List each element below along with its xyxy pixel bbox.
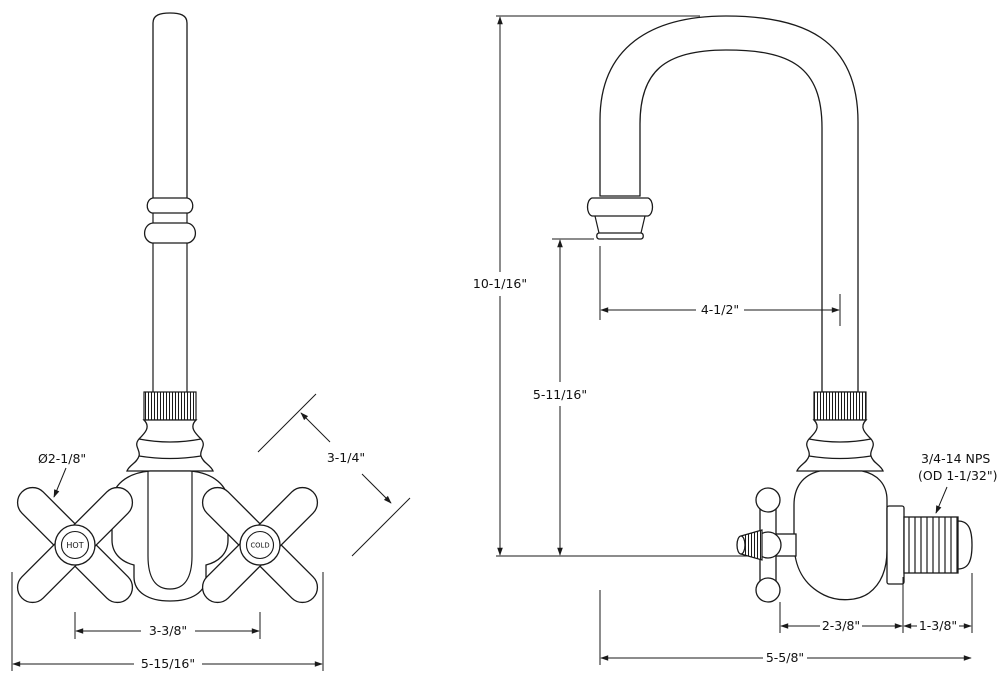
side-turned-neck [796, 419, 884, 472]
front-knurled-band [143, 391, 197, 421]
dim-overall-width: 5-15/16" [141, 656, 195, 671]
side-valve-body [793, 470, 888, 601]
threaded-nipple [903, 516, 959, 574]
side-handle-bottom-ball [755, 577, 781, 603]
dim-nipple-length: 1-3/8" [919, 618, 957, 633]
front-body-center-column [147, 471, 193, 590]
hot-handle: HOT [16, 486, 134, 604]
dim-spout-clearance: 5-11/16" [533, 387, 587, 402]
side-spout-tip-outlet [596, 232, 644, 240]
dim-overall-depth: 5-5/8" [766, 650, 804, 665]
side-gooseneck-tube [599, 15, 859, 393]
nipple-end-cap [957, 520, 973, 570]
front-turned-neck [126, 419, 214, 472]
hot-label: HOT [66, 541, 83, 550]
front-spout-ring-upper [146, 197, 194, 214]
side-spout-tip-bead [586, 197, 654, 217]
dim-spout-reach: 4-1/2" [701, 302, 739, 317]
side-knurled-band [813, 391, 867, 421]
front-view: HOT COLD [16, 12, 319, 604]
dim-diagonal: 3-1/4" [327, 450, 365, 465]
side-view-dimensions: 10-1/16" 4-1/2" 5-11/16" 3/4-14 NPS (OD … [473, 15, 997, 665]
thread-spec-line2: (OD 1-1/32") [918, 468, 997, 483]
front-view-dimensions: Ø2-1/8" 3-1/4" 3-3/8" 5-15/16" [11, 393, 411, 671]
dim-handle-spacing: 3-3/8" [149, 623, 187, 638]
front-spout-tube [152, 12, 188, 200]
cold-handle: COLD [201, 486, 319, 604]
dim-overall-height: 10-1/16" [473, 276, 527, 291]
cold-label: COLD [250, 542, 269, 550]
dim-body-depth: 2-3/8" [822, 618, 860, 633]
dim-handle-diameter: Ø2-1/8" [38, 451, 86, 466]
side-handle-top-ball [755, 487, 781, 513]
side-view [586, 15, 973, 603]
wall-flange [886, 505, 905, 585]
front-spout-ring-lower [143, 222, 197, 244]
thread-spec-line1: 3/4-14 NPS [921, 451, 990, 466]
